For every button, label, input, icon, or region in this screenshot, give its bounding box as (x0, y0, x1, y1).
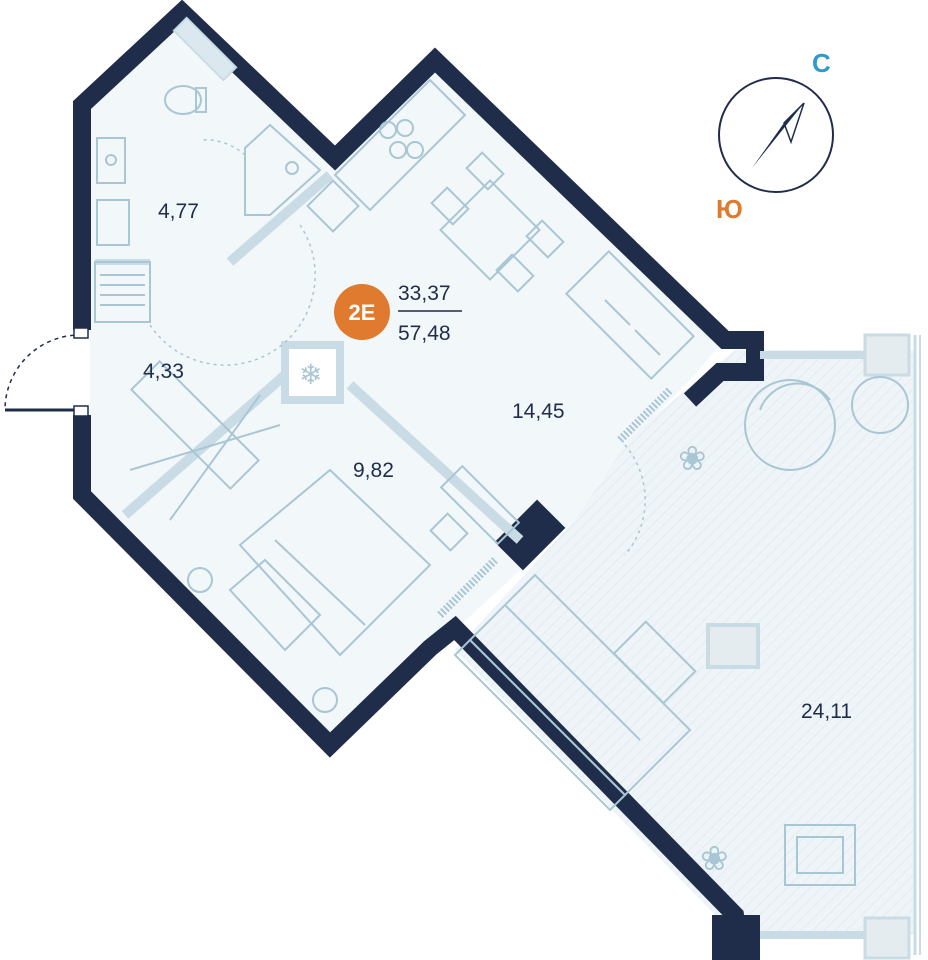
toilet-icon (164, 85, 202, 115)
apartment-floor (90, 15, 720, 740)
exterior-wall-left (73, 0, 764, 407)
bed-blanket-line (274, 539, 366, 626)
terrace-area-label: 24,11 (801, 700, 852, 723)
wall-corner (712, 915, 760, 960)
radiator-icon-bedroom (437, 557, 498, 618)
sofa-seam (504, 604, 551, 651)
desk (439, 464, 521, 546)
kitchen-sink-icon (306, 179, 360, 233)
sofa-seam (594, 694, 641, 741)
total-area-value: 57,48 (398, 322, 451, 345)
dining-chair (430, 186, 470, 226)
washbasin-icon (96, 137, 126, 184)
ventilation-shaft (281, 341, 344, 404)
terrace-sofa-back (453, 638, 627, 812)
hanging-chair-seat (759, 382, 831, 411)
partition-bedroom-right (346, 381, 524, 544)
coffee-table (612, 620, 697, 705)
washing-machine-icon (96, 199, 130, 246)
stove-burner (379, 121, 397, 139)
dining-chair (525, 219, 565, 259)
nightstand-lamp-icon (187, 567, 213, 593)
dining-chair (495, 253, 535, 293)
armchair-seat (796, 836, 844, 874)
door-frame-top (73, 327, 89, 339)
desk-chair (429, 512, 469, 552)
apartment-type-badge (334, 284, 390, 340)
apartment-type-badge-text: 2E (349, 300, 376, 325)
partition-bath (226, 171, 334, 266)
stove-burner (406, 141, 424, 159)
kitchen-counter (333, 78, 467, 212)
living-area-value: 33,37 (398, 282, 451, 305)
bath-shelf (172, 16, 238, 82)
sofa-seam (634, 329, 661, 356)
kitchen-living-area-label: 14,45 (512, 400, 565, 423)
wardrobe-cross (169, 394, 261, 521)
hallway-area-label: 4,33 (143, 360, 184, 383)
compass-needle-icon (752, 103, 804, 168)
door-frame-bottom (73, 405, 89, 417)
snowflake-icon: ❄ (299, 358, 322, 391)
bed-pillows (228, 558, 322, 652)
sofa-seam (604, 299, 631, 326)
compass-needle-icon-light (783, 102, 805, 145)
terrace-post-top (863, 333, 911, 377)
plant-icon: ❀ (700, 839, 729, 879)
wardrobe-cross (129, 424, 281, 471)
washbasin-drain (105, 154, 117, 166)
compass-south-label: Ю (716, 194, 743, 224)
armchair (784, 824, 856, 886)
radiator-icon (94, 261, 151, 323)
terrace-door-swing (624, 444, 646, 556)
terrace-pillar (706, 623, 760, 669)
hanging-chair-icon (744, 379, 836, 471)
nightstand-lamp-icon (312, 687, 338, 713)
entrance-door-swing (4, 334, 83, 411)
terrace-hatch (455, 350, 915, 935)
wall-pillar (494, 499, 566, 571)
hall-door-swing (149, 224, 316, 366)
terrace-table (851, 376, 909, 434)
living-sofa (564, 249, 696, 381)
compass-north-label: С (812, 48, 831, 78)
dining-chair (465, 151, 505, 191)
bath-door-swing (199, 139, 246, 156)
shower-icon (244, 123, 322, 216)
bedroom-area-label: 9,82 (353, 459, 394, 482)
terrace-post-bottom (863, 916, 911, 960)
toilet-tank (195, 87, 207, 113)
bathroom-area-label: 4,77 (158, 200, 199, 223)
plant-icon: ❀ (678, 439, 707, 479)
double-bed (238, 468, 432, 657)
wardrobe (129, 359, 261, 491)
compass-ring (718, 77, 834, 193)
sofa-seam (549, 649, 596, 696)
shower-drain (285, 161, 299, 175)
stove-burner (396, 119, 414, 137)
